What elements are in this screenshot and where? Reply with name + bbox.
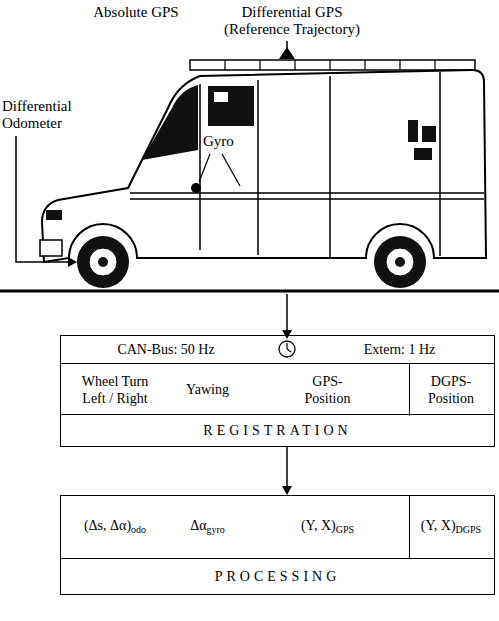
ground-line <box>0 290 499 293</box>
bumper <box>40 240 62 256</box>
cell-text: (Y, X)GPS <box>301 517 354 538</box>
gps-antenna <box>279 47 295 59</box>
cell-label: DGPS-Position <box>428 374 474 406</box>
front-rim <box>89 248 117 276</box>
door-lines <box>200 72 440 258</box>
table-cell: CAN-Bus: 50 Hz <box>61 336 271 363</box>
callout-label: Differential Odometer <box>2 98 84 132</box>
cell-label: Wheel Turn Left / Right <box>82 374 149 406</box>
table-cell: Wheel Turn Left / Right <box>61 363 169 416</box>
flow-arrow <box>286 294 288 331</box>
van-body <box>42 70 486 262</box>
cell-label: GPS-Position <box>305 374 351 406</box>
cell-text: GPS-Position <box>297 373 359 407</box>
cell-label: (Δs, Δα) <box>84 518 131 533</box>
cell-label: Extern: 1 Hz <box>364 342 436 357</box>
cell-text: (Δs, Δα)odo <box>84 517 146 538</box>
cell-text: DGPS-Position <box>411 373 491 407</box>
mirror <box>214 92 228 102</box>
headlight <box>46 210 62 220</box>
cell-label: (Y, X) <box>421 518 456 533</box>
cell-label: CAN-Bus: 50 Hz <box>117 342 214 357</box>
column-rule <box>409 363 410 416</box>
band-title: PROCESSING <box>61 558 494 594</box>
band-title: REGISTRATION <box>61 414 494 446</box>
table-cell: (Y, X)DGPS <box>409 496 493 558</box>
cell-text: Wheel Turn Left / Right <box>74 373 156 407</box>
rear-hub <box>395 257 405 267</box>
subscript: GPS <box>336 524 354 535</box>
cell-text: CAN-Bus: 50 Hz <box>117 341 214 358</box>
gyro-dot <box>191 183 201 193</box>
callout-label: Differential GPS (Reference Trajectory) <box>217 4 367 38</box>
side-stripe <box>130 193 484 199</box>
logo-mark <box>408 120 418 142</box>
gyro-leader <box>199 154 210 182</box>
odometer-arrowhead <box>68 257 77 267</box>
table-cell: GPS-Position <box>246 363 409 416</box>
table-cell: Extern: 1 Hz <box>306 336 493 363</box>
roof-rack-bars <box>225 60 435 70</box>
cell-label: Yawing <box>186 382 229 397</box>
roof-rack <box>190 60 475 70</box>
arrowhead <box>282 486 292 495</box>
rear-wheel <box>374 236 426 288</box>
cell-label: Δα <box>190 518 206 533</box>
windshield <box>142 85 198 160</box>
subscript: DGPS <box>456 524 482 535</box>
connector-line <box>286 447 288 487</box>
cell-text: Extern: 1 Hz <box>364 341 436 358</box>
cell-text: (Y, X)DGPS <box>421 517 481 538</box>
column-rule <box>409 496 410 558</box>
callout-label: Gyro <box>201 133 236 150</box>
table-cell: Yawing <box>169 363 246 416</box>
front-hub <box>98 257 108 267</box>
table-band: REGISTRATION CAN-Bus: 50 Hz Extern: 1 Hz Wh… <box>60 335 495 447</box>
odometer-leader <box>16 136 70 262</box>
gyro-leader <box>222 154 240 186</box>
rear-rim <box>386 248 414 276</box>
logo-mark <box>422 126 436 142</box>
table-band: PROCESSING(Δs, Δα)odoΔαgyro(Y, X)GPS(Y, … <box>60 495 495 595</box>
subscript: odo <box>131 524 146 535</box>
cell-text: Yawing <box>186 381 229 398</box>
flow-connector <box>282 447 292 495</box>
row-rule <box>61 363 494 364</box>
table-cell: Δαgyro <box>169 496 246 558</box>
subscript: gyro <box>207 524 225 535</box>
clock-hands <box>287 343 291 352</box>
front-wheel <box>77 236 129 288</box>
callout-label: Absolute GPS <box>76 4 196 21</box>
table-cell: (Y, X)GPS <box>246 496 409 558</box>
cell-text: Δαgyro <box>190 517 225 538</box>
table-cell: (Δs, Δα)odo <box>61 496 169 558</box>
table-cell: DGPS-Position <box>409 363 493 416</box>
clock-icon <box>279 341 295 357</box>
logo-mark <box>414 148 432 160</box>
cell-label: (Y, X) <box>301 518 336 533</box>
side-window <box>208 86 254 126</box>
